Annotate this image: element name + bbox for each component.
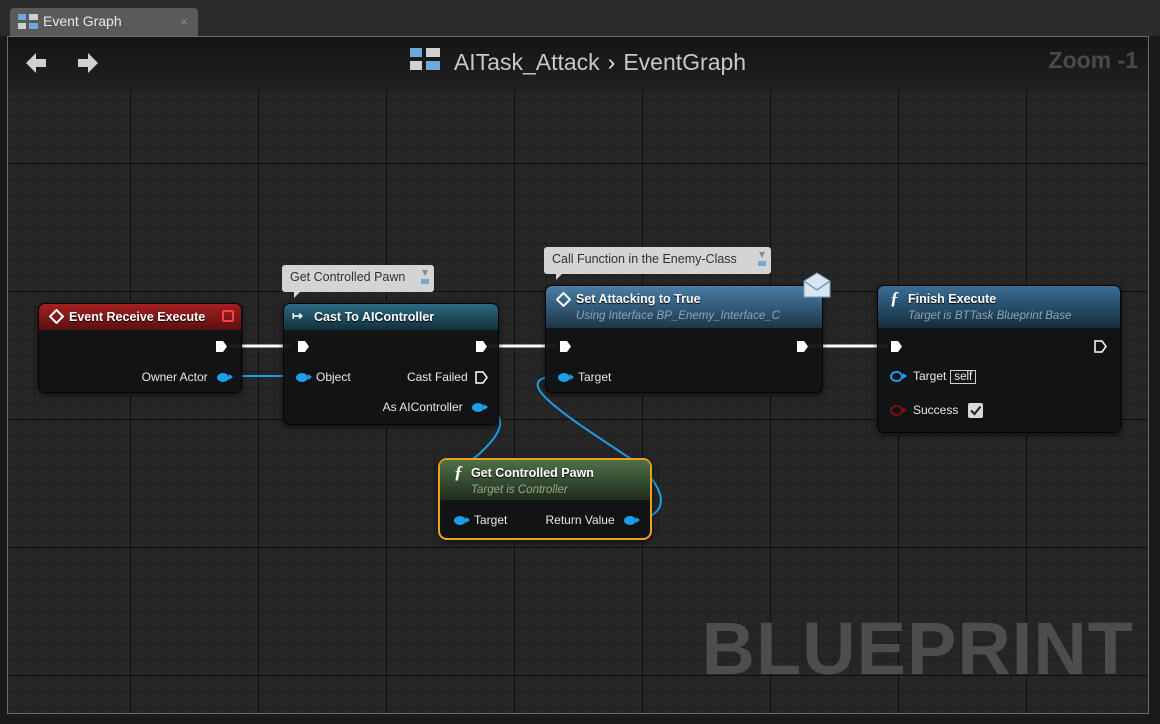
node-subtitle: Target is Controller (471, 484, 568, 496)
comment-bubble-interface[interactable]: Call Function in the Enemy-Class (544, 247, 771, 280)
node-event-receive-execute[interactable]: Event Receive Execute Owner Actor (38, 303, 242, 393)
tab-bar: Event Graph × (0, 0, 1160, 36)
pin-owner-actor[interactable]: Owner Actor (141, 370, 233, 384)
object-pin-icon[interactable] (558, 373, 574, 383)
pin-cast-failed[interactable]: Cast Failed (406, 370, 488, 385)
cast-arrow-icon: ↦ (292, 308, 303, 323)
node-title: Set Attacking to True (576, 292, 701, 306)
node-subtitle: Target is BTTask Blueprint Base (908, 310, 1072, 322)
node-get-controlled-pawn[interactable]: ƒ Get Controlled Pawn Target is Controll… (438, 458, 652, 540)
exec-in-pin[interactable] (890, 340, 903, 353)
exec-in-pin[interactable] (559, 340, 572, 353)
pin-label: Success (913, 403, 959, 417)
checkbox-checked-icon[interactable] (967, 403, 983, 419)
bool-pin-icon[interactable] (890, 405, 907, 417)
object-pin-icon[interactable] (296, 373, 312, 383)
forward-arrow-icon[interactable] (76, 51, 100, 80)
pin-target[interactable]: Target (558, 370, 611, 384)
pin-label: Target (578, 370, 612, 384)
pin-label: Return Value (545, 513, 615, 527)
interface-diamond-icon (555, 291, 572, 310)
pin-object[interactable]: Object (296, 370, 351, 384)
object-pin-icon[interactable] (624, 516, 640, 526)
node-header: ƒ Get Controlled Pawn Target is Controll… (440, 460, 650, 500)
pin-label: Cast Failed (406, 370, 468, 384)
pin-label: Target (913, 369, 947, 383)
node-header: Set Attacking to True Using Interface BP… (546, 272, 831, 328)
node-header: Event Receive Execute (39, 304, 241, 330)
node-set-attacking-to-true[interactable]: Set Attacking to True Using Interface BP… (545, 272, 831, 393)
tab-close-icon[interactable]: × (180, 14, 188, 29)
node-subtitle: Using Interface BP_Enemy_Interface_C (576, 310, 780, 322)
object-pin-icon[interactable] (472, 403, 488, 413)
breadcrumb-separator: › (607, 49, 616, 75)
pin-success[interactable]: Success (890, 403, 983, 419)
breadcrumb: AITask_Attack › EventGraph (8, 47, 1148, 76)
object-pin-icon[interactable] (454, 516, 470, 526)
pin-as-aicontroller[interactable]: As AIController (382, 400, 488, 414)
output-delegate-icon[interactable] (222, 310, 234, 322)
object-pin-icon[interactable] (890, 371, 907, 383)
tab-event-graph[interactable]: Event Graph × (10, 8, 198, 36)
node-finish-execute[interactable]: ƒ Finish Execute Target is BTTask Bluepr… (877, 285, 1121, 433)
node-cast-to-aicontroller[interactable]: ↦ Cast To AIController Object Cast Faile… (283, 303, 499, 425)
back-arrow-icon[interactable] (24, 51, 48, 80)
message-envelope-icon (802, 272, 832, 301)
node-header: ↦ Cast To AIController (284, 304, 498, 330)
comment-bubble-cast[interactable]: Get Controlled Pawn (282, 265, 434, 298)
exec-out-pin-empty[interactable] (1094, 340, 1107, 353)
pin-label: As AIController (382, 400, 463, 414)
pin-label: Object (316, 370, 351, 384)
node-title: Get Controlled Pawn (471, 466, 594, 480)
zoom-level: Zoom -1 (1048, 47, 1138, 73)
comment-text: Call Function in the Enemy-Class (552, 252, 737, 266)
pin-target[interactable]: Target (454, 513, 507, 527)
blueprint-graph-icon (409, 47, 440, 76)
exec-out-pin[interactable] (796, 340, 809, 353)
graph-header: AITask_Attack › EventGraph Zoom -1 (8, 37, 1148, 91)
blueprint-watermark: BLUEPRINT (701, 607, 1134, 690)
object-pin-icon[interactable] (217, 373, 233, 383)
tab-label: Event Graph (43, 13, 122, 29)
comment-text: Get Controlled Pawn (290, 270, 406, 284)
exec-in-pin[interactable] (297, 340, 310, 353)
node-title: Finish Execute (908, 292, 997, 306)
target-default-value: self (950, 370, 977, 384)
blueprint-graph-icon (18, 14, 38, 32)
function-f-icon: ƒ (890, 288, 899, 308)
pin-icon (421, 270, 429, 284)
node-title: Event Receive Execute (69, 310, 206, 324)
pin-label: Owner Actor (141, 370, 208, 384)
breadcrumb-graph: EventGraph (623, 49, 747, 75)
node-title: Cast To AIController (314, 310, 435, 324)
pin-return-value[interactable]: Return Value (545, 513, 640, 527)
pin-icon (758, 252, 766, 266)
pin-label: Target (474, 513, 508, 527)
exec-out-pin-empty[interactable] (475, 371, 488, 385)
exec-out-pin[interactable] (215, 340, 228, 353)
event-diamond-icon (48, 308, 65, 327)
exec-out-pin[interactable] (475, 340, 488, 353)
breadcrumb-blueprint[interactable]: AITask_Attack (453, 49, 600, 75)
node-header: ƒ Finish Execute Target is BTTask Bluepr… (878, 286, 1120, 328)
function-f-icon: ƒ (454, 462, 463, 482)
graph-editor-canvas[interactable]: AITask_Attack › EventGraph Zoom -1 BLUEPRI… (7, 36, 1149, 714)
